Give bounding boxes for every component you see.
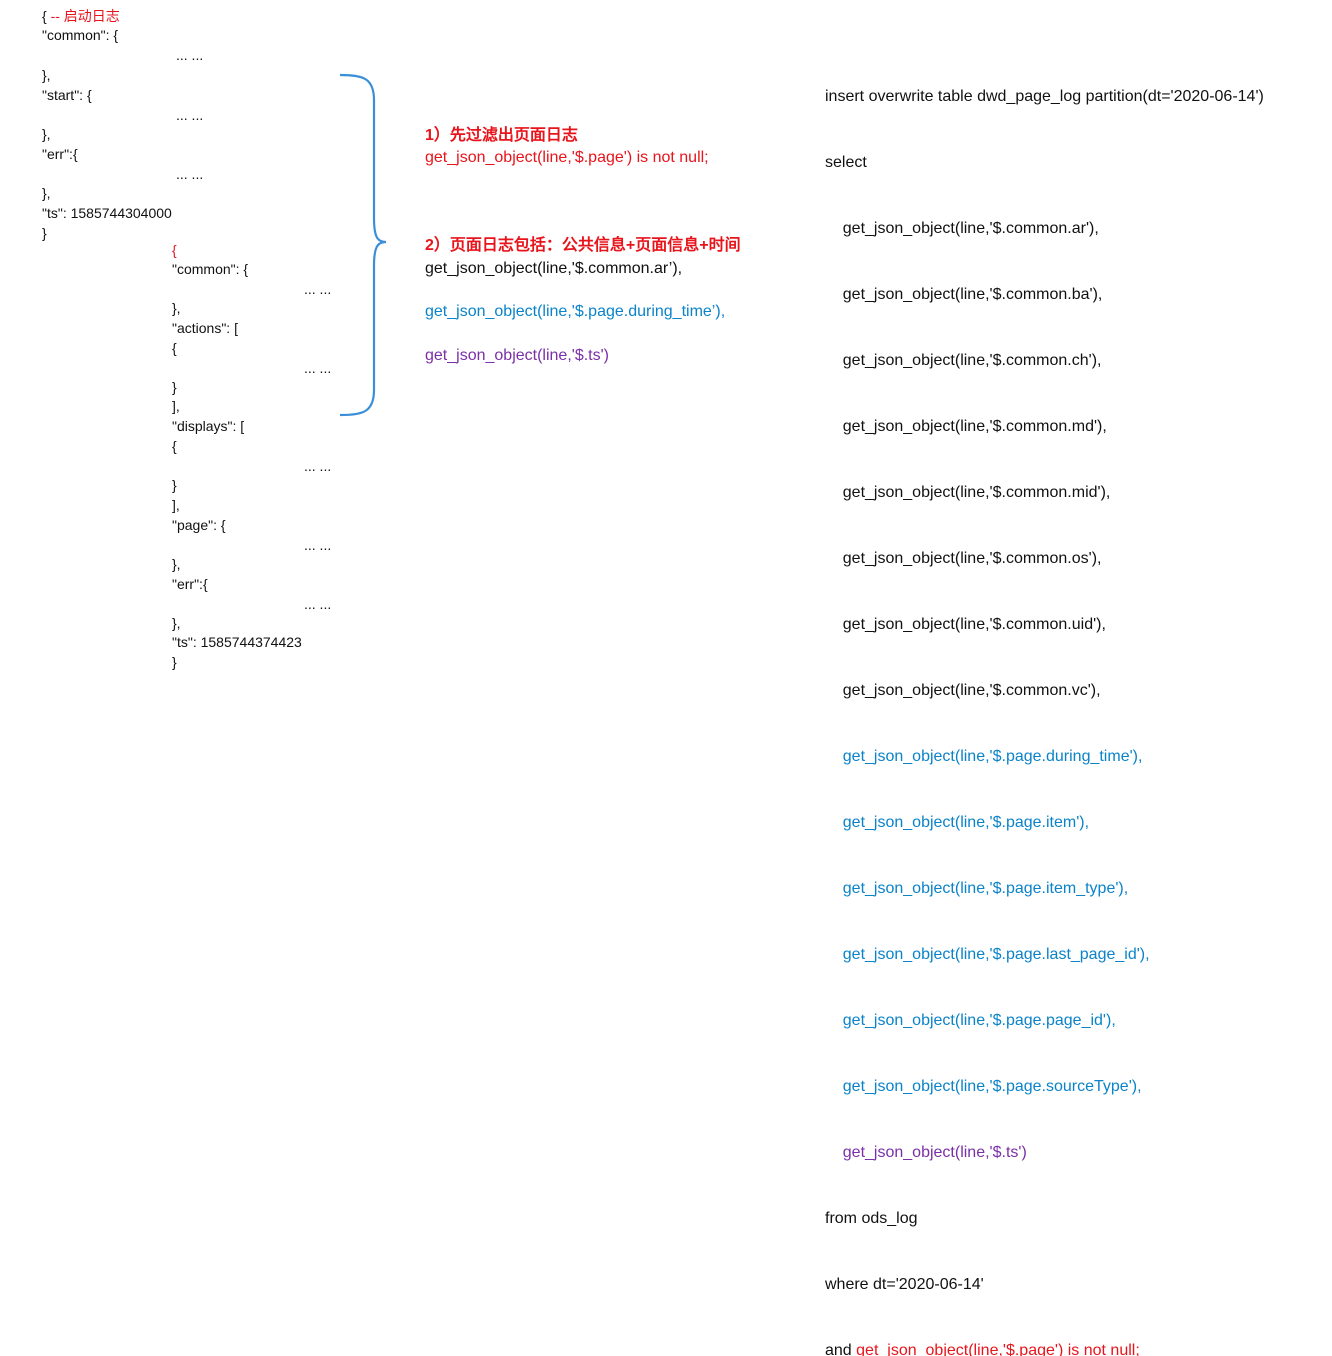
page-common-close: }, (172, 300, 181, 316)
sql-common-field: get_json_object(line,'$.common.vc'), (825, 682, 1101, 699)
startup-err-key: "err":{ (42, 146, 78, 162)
startup-err-ellipsis: ... ... (176, 166, 204, 182)
page-common-key: "common": { (172, 261, 249, 277)
step1-title: 1）先过滤出页面日志 (425, 127, 578, 144)
sql-page-field: get_json_object(line,'$.page.last_page_i… (825, 946, 1150, 963)
sql-insert: insert overwrite table dwd_page_log part… (825, 88, 1264, 105)
sql-page-field: get_json_object(line,'$.page.page_id'), (825, 1012, 1116, 1029)
startup-err-close: }, (42, 185, 51, 201)
startup-log-comment: -- 启动日志 (50, 8, 120, 24)
page-log-close: } (172, 654, 177, 670)
startup-common-close: }, (42, 67, 51, 83)
sql-common-field: get_json_object(line,'$.common.mid'), (825, 484, 1111, 501)
sql-and-line: and get_json_object(line,'$.page') is no… (825, 1340, 1264, 1356)
page-displays-ellipsis: ... ... (304, 458, 332, 474)
startup-log-close: } (42, 225, 47, 241)
sql-page-field: get_json_object(line,'$.page.item'), (825, 814, 1090, 831)
sql-where: where dt='2020-06-14' (825, 1276, 984, 1293)
startup-log-open: { -- 启动日志 (42, 8, 120, 24)
sql-common-field: get_json_object(line,'$.common.md'), (825, 418, 1107, 435)
step2-common-field: get_json_object(line,'$.common.ar’), (425, 260, 683, 277)
sql-common-field: get_json_object(line,'$.common.os'), (825, 550, 1102, 567)
sql-common-field: get_json_object(line,'$.common.ar'), (825, 220, 1099, 237)
startup-ts: "ts": 1585744304000 (42, 205, 172, 221)
sql-and-keyword: and (825, 1342, 857, 1356)
startup-start-key: "start": { (42, 87, 92, 103)
step1-code: get_json_object(line,'$.page') is not nu… (425, 149, 709, 166)
sql-common-field: get_json_object(line,'$.common.ba'), (825, 286, 1103, 303)
page-err-close: }, (172, 615, 181, 631)
page-actions-ellipsis: ... ... (304, 360, 332, 376)
sql-common-field: get_json_object(line,'$.common.ch'), (825, 352, 1102, 369)
page-displays-inner-open: { (172, 438, 177, 454)
page-page-ellipsis: ... ... (304, 537, 332, 553)
startup-start-ellipsis: ... ... (176, 107, 204, 123)
sql-statement: insert overwrite table dwd_page_log part… (825, 42, 1264, 1356)
page-actions-inner-close: } (172, 379, 177, 395)
page-err-ellipsis: ... ... (304, 596, 332, 612)
step2-ts-field: get_json_object(line,'$.ts') (425, 347, 609, 364)
page-common-ellipsis: ... ... (304, 281, 332, 297)
brace-path (339, 73, 387, 417)
startup-common-key: "common": { (42, 27, 119, 43)
sql-ts-field: get_json_object(line,'$.ts') (825, 1144, 1027, 1161)
sql-page-field: get_json_object(line,'$.page.item_type')… (825, 880, 1129, 897)
sql-and-condition: get_json_object(line,'$.page') is not nu… (856, 1342, 1140, 1356)
page-actions-key: "actions": [ (172, 320, 238, 336)
page-actions-inner-open: { (172, 340, 177, 356)
page-log-open: { (172, 242, 177, 258)
page-displays-inner-close: } (172, 477, 177, 493)
page-displays-close: ], (172, 497, 180, 513)
page-actions-close: ], (172, 398, 180, 414)
page-page-key: "page": { (172, 517, 226, 533)
startup-start-close: }, (42, 126, 51, 142)
curly-brace-connector (339, 73, 387, 417)
sql-common-field: get_json_object(line,'$.common.uid'), (825, 616, 1106, 633)
sql-page-field: get_json_object(line,'$.page.sourceType'… (825, 1078, 1142, 1095)
page-ts: "ts": 1585744374423 (172, 634, 302, 650)
sql-page-field: get_json_object(line,'$.page.during_time… (825, 748, 1143, 765)
page-page-close: }, (172, 556, 181, 572)
startup-common-ellipsis: ... ... (176, 47, 204, 63)
page-err-key: "err":{ (172, 576, 208, 592)
page-displays-key: "displays": [ (172, 418, 245, 434)
step2-title: 2）页面日志包括：公共信息+页面信息+时间 (425, 237, 741, 254)
step2-page-field: get_json_object(line,'$.page.during_time… (425, 303, 726, 320)
sql-from: from ods_log (825, 1210, 918, 1227)
sql-select: select (825, 154, 867, 171)
